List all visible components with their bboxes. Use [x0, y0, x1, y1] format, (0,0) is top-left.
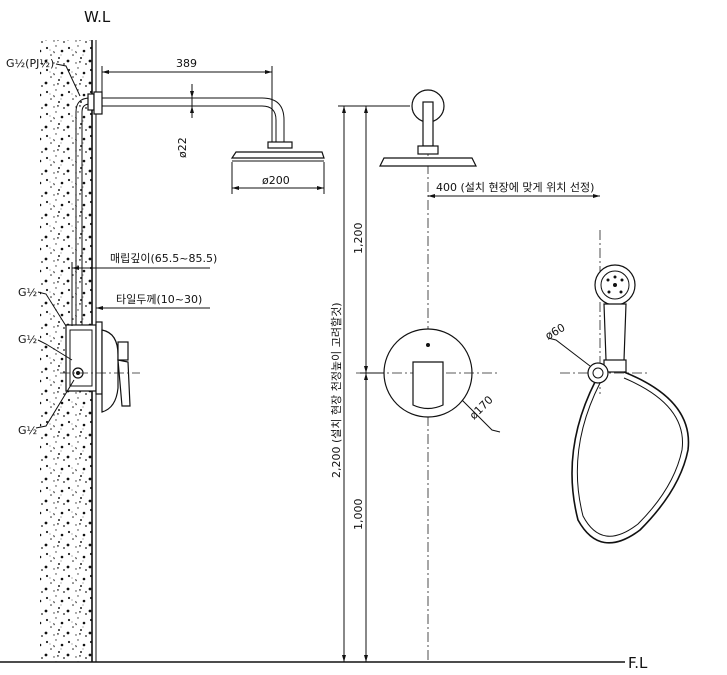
- arm-diameter-label: ø22: [176, 137, 189, 158]
- front-view: [356, 89, 690, 662]
- side-view-piping: [60, 91, 325, 413]
- upper-height-label: 1,200: [352, 223, 365, 255]
- thread-3-label: G½: [18, 424, 37, 437]
- lower-height-label: 1,000: [352, 499, 365, 531]
- valve-plate-diameter-label: ø170: [467, 393, 496, 422]
- head-diameter-label: ø200: [262, 174, 290, 187]
- embed-depth-label: 매립깊이(65.5~85.5): [110, 252, 217, 265]
- arm-length-label: 389: [176, 57, 197, 70]
- thread-2-label: G½: [18, 333, 37, 346]
- hand-offset-label: 400 (설치 현장에 맞게 위치 선정): [436, 181, 594, 194]
- tile-thickness-label: 타일두께(10~30): [116, 292, 202, 306]
- wall-level-label: W.L: [84, 8, 111, 26]
- front-view-dimensions: [338, 105, 600, 662]
- floor-level-label: F.L: [628, 654, 648, 672]
- thread-1-label: G½: [18, 286, 37, 299]
- total-height-label: 2,200 (설치 현장 천정높이 고려할것): [329, 303, 343, 479]
- side-view-dimensions: [35, 63, 325, 429]
- thread-top-label: G½(PJ½): [6, 57, 54, 70]
